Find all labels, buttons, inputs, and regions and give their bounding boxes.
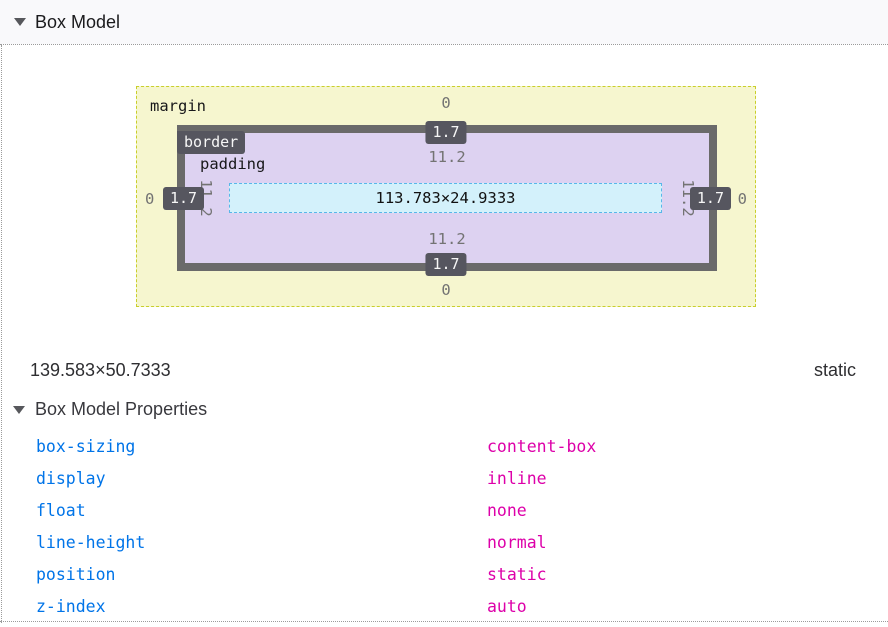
- property-row: float none: [36, 494, 856, 526]
- border-left-value[interactable]: 1.7: [163, 187, 205, 210]
- padding-label: padding: [200, 155, 266, 173]
- element-position: static: [813, 360, 856, 380]
- chevron-down-icon[interactable]: [14, 18, 26, 26]
- property-value[interactable]: inline: [487, 468, 547, 488]
- property-row: line-height normal: [36, 526, 856, 558]
- element-summary-row: 139.583×50.7333 static: [30, 360, 856, 381]
- property-name: position: [36, 564, 116, 584]
- property-value[interactable]: static: [487, 564, 547, 584]
- content-region[interactable]: 113.783×24.9333: [229, 183, 662, 213]
- properties-list: box-sizing content-box display inline fl…: [36, 430, 856, 622]
- margin-region[interactable]: margin 0 0 0 0 padding 11.2 11.2 11.2 11…: [136, 86, 756, 307]
- border-right-value[interactable]: 1.7: [689, 187, 731, 210]
- panel-left-border: [1, 45, 2, 623]
- margin-label: margin: [150, 97, 206, 115]
- property-name: z-index: [36, 596, 106, 616]
- property-name: box-sizing: [36, 436, 136, 456]
- property-row: box-sizing content-box: [36, 430, 856, 462]
- padding-region[interactable]: padding 11.2 11.2 11.2 11.2 113.783×24.9…: [185, 133, 709, 263]
- property-name: display: [36, 468, 106, 488]
- property-value[interactable]: content-box: [487, 436, 597, 456]
- content-dimensions: 113.783×24.9333: [375, 189, 516, 207]
- element-dimensions: 139.583×50.7333: [30, 360, 171, 380]
- border-label: border: [177, 131, 246, 154]
- border-bottom-value[interactable]: 1.7: [425, 253, 467, 276]
- box-model-section-title: Box Model: [35, 11, 121, 32]
- property-row: z-index auto: [36, 590, 856, 622]
- border-region[interactable]: padding 11.2 11.2 11.2 11.2 113.783×24.9…: [177, 125, 717, 271]
- box-model-section-header[interactable]: Box Model: [0, 0, 888, 44]
- box-model-properties-title: Box Model Properties: [35, 399, 208, 419]
- margin-left-value[interactable]: 0: [145, 190, 155, 208]
- padding-bottom-value[interactable]: 11.2: [428, 230, 466, 248]
- chevron-down-icon[interactable]: [13, 405, 25, 414]
- property-row: display inline: [36, 462, 856, 494]
- box-model-properties-header[interactable]: Box Model Properties: [13, 399, 207, 420]
- property-value[interactable]: normal: [487, 532, 547, 552]
- header-divider: [0, 44, 888, 45]
- margin-top-value[interactable]: 0: [441, 94, 451, 112]
- property-value[interactable]: auto: [487, 596, 527, 616]
- property-name: line-height: [36, 532, 146, 552]
- property-name: float: [36, 500, 86, 520]
- property-value[interactable]: none: [487, 500, 527, 520]
- panel-bottom-border: [0, 621, 888, 622]
- margin-bottom-value[interactable]: 0: [441, 281, 451, 299]
- margin-right-value[interactable]: 0: [737, 190, 747, 208]
- property-row: position static: [36, 558, 856, 590]
- padding-top-value[interactable]: 11.2: [428, 148, 466, 166]
- border-top-value[interactable]: 1.7: [425, 121, 467, 144]
